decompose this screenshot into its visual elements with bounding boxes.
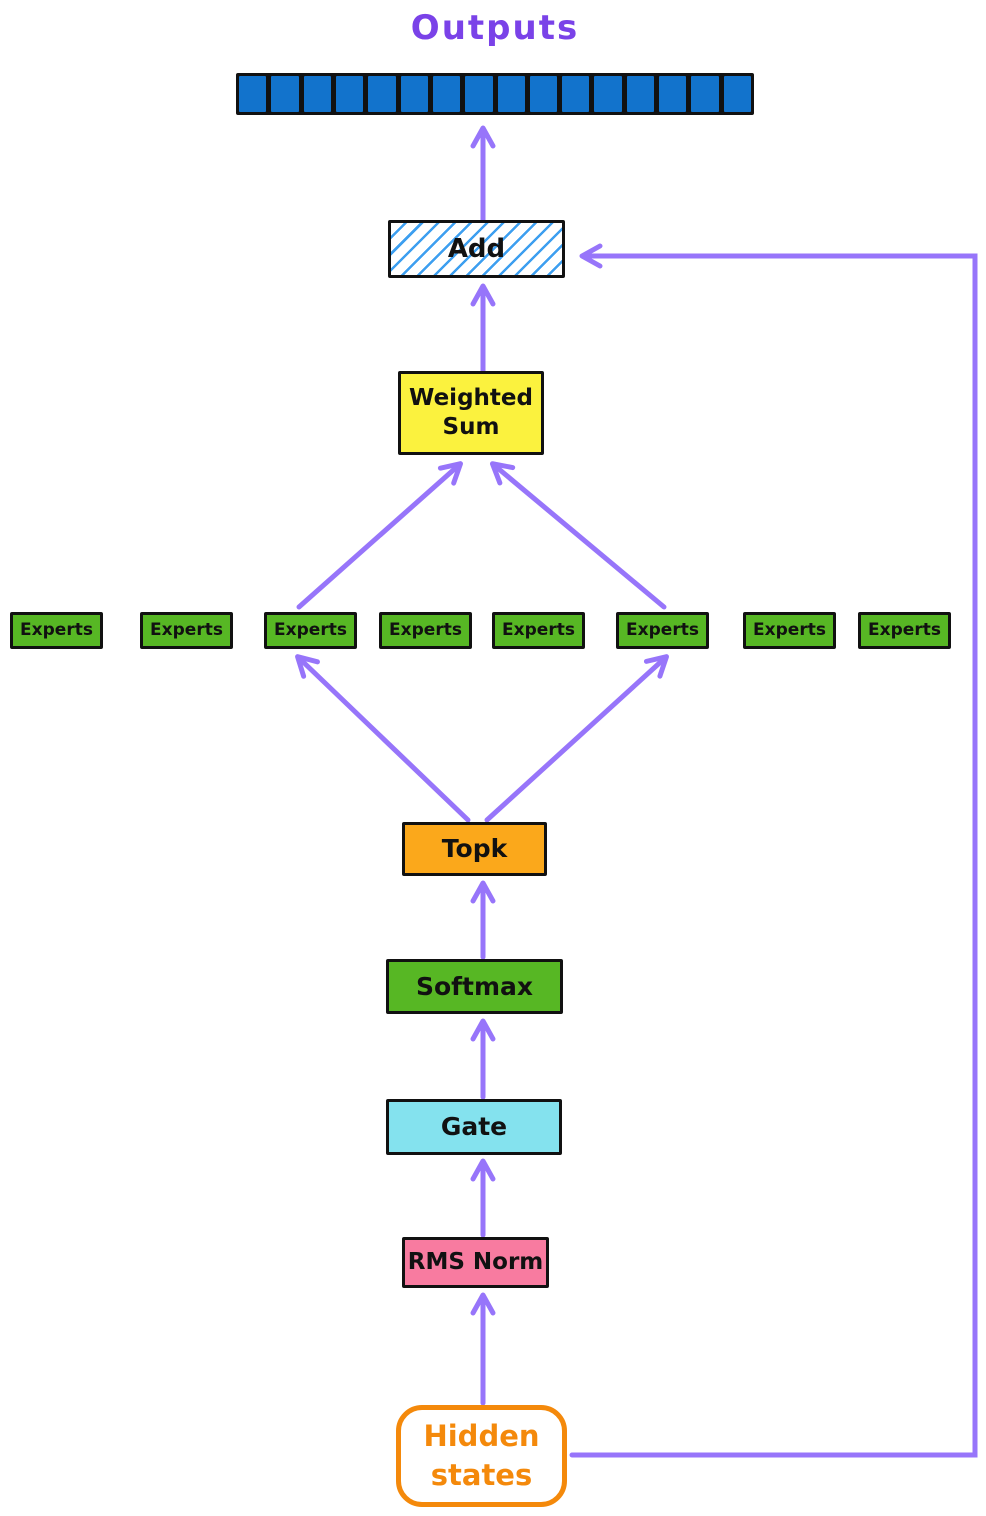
expert-label: Experts [502,619,575,640]
output-token-cell [432,76,461,112]
add-label: Add [447,233,506,264]
arrow-expert6-to-weightedsum [489,461,667,610]
softmax-node: Softmax [386,959,563,1014]
expert-label: Experts [274,619,347,640]
output-token-cell [562,76,590,112]
expert-label: Experts [753,619,826,640]
gate-label: Gate [440,1112,508,1142]
expert-label: Experts [389,619,462,640]
expert-label: Experts [20,619,93,640]
weighted-sum-label-line2: Sum [442,414,500,440]
expert-node-4: Experts [379,612,472,649]
outputs-title: Outputs [410,8,580,48]
output-token-cell [659,76,687,112]
expert-node-3: Experts [264,612,357,649]
expert-node-7: Experts [743,612,836,649]
expert-node-1: Experts [10,612,103,649]
output-token-cell [303,76,331,112]
expert-node-5: Experts [492,612,585,649]
output-token-cell [594,76,622,112]
expert-node-2: Experts [140,612,233,649]
output-token-cell [271,76,299,112]
output-tokens-bar [236,73,754,115]
topk-label: Topk [441,834,508,864]
arrow-topk-to-expert6 [484,654,669,823]
expert-node-6: Experts [616,612,709,649]
expert-node-8: Experts [858,612,951,649]
expert-label: Experts [868,619,941,640]
gate-node: Gate [386,1099,562,1155]
weighted-sum-node: Weighted Sum [398,371,544,455]
hidden-states-label-line1: Hidden [423,1418,540,1453]
output-token-cell [239,76,267,112]
output-token-cell [335,76,364,112]
output-token-cell [723,76,751,112]
expert-label: Experts [626,619,699,640]
weighted-sum-label-line1: Weighted [409,385,533,412]
arrow-residual-hidden-to-add [569,243,978,1458]
arrow-expert3-to-weightedsum [296,461,463,610]
output-token-cell [465,76,493,112]
hidden-states-label-line2: states [430,1458,533,1492]
output-token-cell [400,76,428,112]
output-token-cell [497,76,525,112]
add-node: Add [388,220,565,278]
rms-norm-label: RMS Norm [407,1249,544,1276]
output-token-cell [626,76,655,112]
topk-node: Topk [402,822,547,876]
rms-norm-node: RMS Norm [402,1237,549,1288]
softmax-label: Softmax [415,971,534,1001]
output-token-cell [368,76,396,112]
hidden-states-node: Hidden states [396,1405,567,1507]
arrow-topk-to-expert3 [295,654,471,823]
output-token-cell [529,76,558,112]
output-token-cell [691,76,719,112]
expert-label: Experts [150,619,223,640]
